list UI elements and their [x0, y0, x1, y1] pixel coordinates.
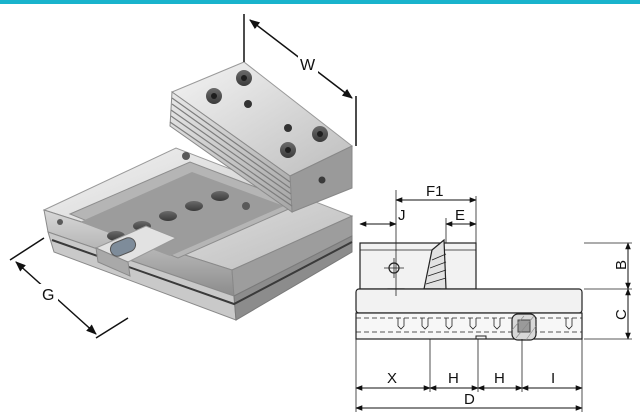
- label-h-2: H: [494, 370, 505, 387]
- drawing-base: [355, 288, 583, 314]
- bore-3: [159, 211, 177, 221]
- technical-drawing: [355, 190, 632, 412]
- vise-photo: W G: [9, 14, 357, 339]
- label-b: B: [613, 260, 630, 270]
- fixed-jaw-front: [95, 247, 131, 277]
- label-w: W: [300, 57, 316, 74]
- g-ext-bottom: [95, 317, 129, 339]
- bore-5: [211, 191, 229, 201]
- label-h-1: H: [448, 370, 459, 387]
- base-screw-3: [57, 219, 63, 225]
- jaw-grooves: [169, 97, 293, 207]
- label-g: G: [42, 287, 54, 304]
- base-screw-1: [182, 152, 190, 160]
- label-x: X: [387, 370, 397, 387]
- label-i: I: [551, 370, 555, 387]
- drawing-base-lower: [355, 312, 583, 340]
- label-j: J: [398, 207, 406, 224]
- base-screw-2: [242, 202, 250, 210]
- drawing-dimension-lines: [355, 197, 631, 411]
- logo-plate: [109, 237, 137, 257]
- label-f1: F1: [426, 183, 444, 200]
- cap-screws: [206, 70, 328, 158]
- bore-4: [185, 201, 203, 211]
- side-hole: [318, 176, 326, 184]
- label-c: C: [613, 309, 630, 320]
- accent-bar: [0, 0, 640, 4]
- label-e: E: [455, 207, 465, 224]
- drawing-extension-lines: [355, 190, 632, 412]
- g-ext-top: [9, 237, 45, 261]
- label-d: D: [464, 391, 475, 408]
- drawing-jaw: [359, 242, 477, 290]
- drawing-labels: F1 J E B C X H H I D: [387, 183, 630, 408]
